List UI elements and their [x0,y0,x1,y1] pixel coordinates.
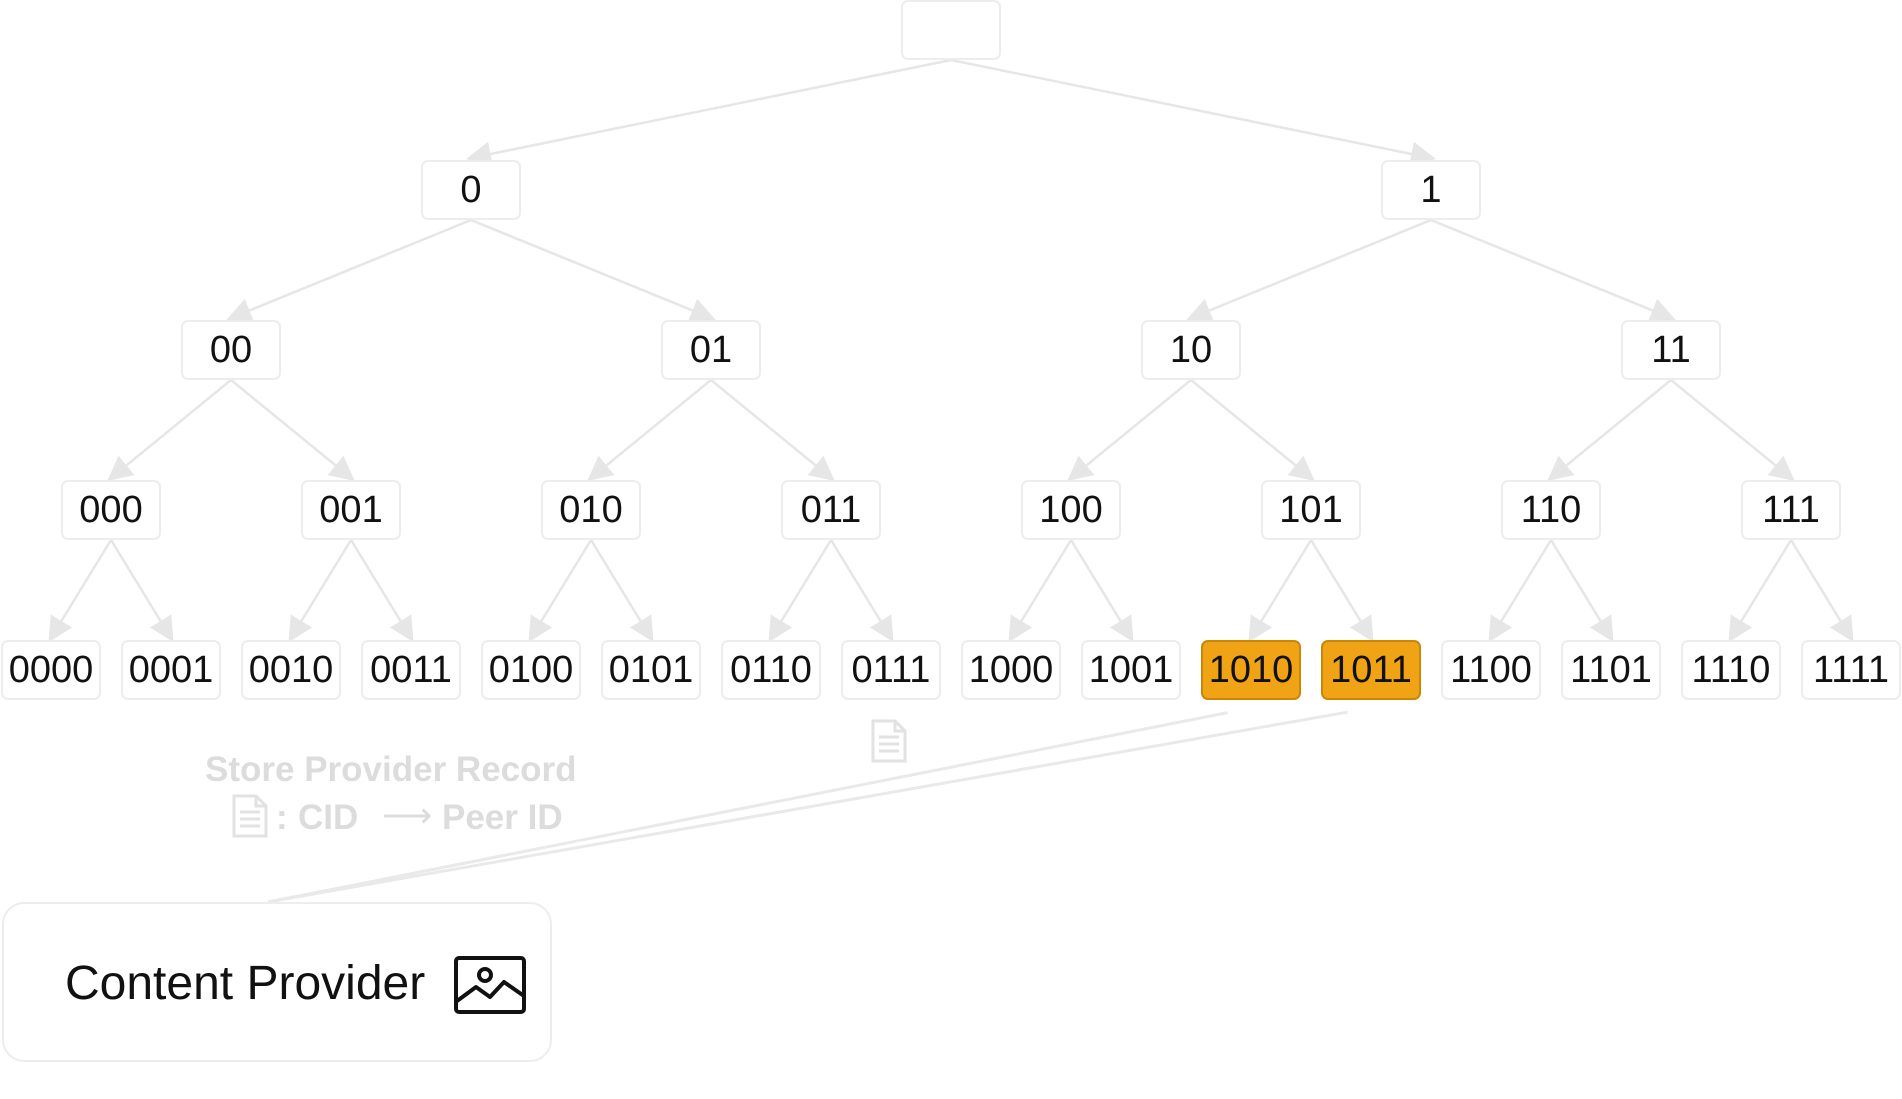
tree-edge [589,539,654,643]
tree-node-100: 100 [1021,480,1121,540]
tree-node-101: 101 [1261,480,1361,540]
tree-node-1000: 1000 [961,640,1061,700]
tree-edge [1549,539,1614,643]
tree-node-1101: 1101 [1561,640,1661,700]
tree-edge [349,539,414,643]
tree-edge [1728,539,1793,643]
tree-node-001: 001 [301,480,401,540]
caption-title: Store Provider Record [205,750,577,789]
tree-edge [226,218,472,323]
tree-edge [470,218,716,323]
tree-edge [1186,218,1432,323]
tree-edge [950,58,1436,167]
tree-edge [466,58,952,167]
tree-node-10: 10 [1141,320,1241,380]
tree-edge [1069,539,1134,643]
tree-edge [1190,379,1315,482]
tree-node-0110: 0110 [721,640,821,700]
tree-node-1111: 1111 [1801,640,1901,700]
tree-node-0010: 0010 [241,640,341,700]
tree-node-1110: 1110 [1681,640,1781,700]
tree-edge [1547,379,1672,482]
tree-edge [288,539,353,643]
tree-node-1001: 1001 [1081,640,1181,700]
tree-root-node [901,0,1001,60]
tree-edge [1248,539,1313,643]
tree-edge [109,539,174,643]
tree-edge [230,379,355,482]
content-provider-label: Content Provider [65,957,426,1010]
tree-node-11: 11 [1621,320,1721,380]
tree-node-0100: 0100 [481,640,581,700]
content-provider-card: Content Provider [2,902,552,1062]
tree-node-0111: 0111 [841,640,941,700]
tree-node-000: 000 [61,480,161,540]
tree-node-1010: 1010 [1201,640,1301,700]
provider-arrow [267,697,1377,904]
tree-node-00: 00 [181,320,281,380]
tree-node-1011: 1011 [1321,640,1421,700]
tree-node-0: 0 [421,160,521,220]
tree-node-1100: 1100 [1441,640,1541,700]
tree-edge [1430,218,1676,323]
document-icon [871,719,907,763]
tree-edge [528,539,593,643]
tree-edge [1488,539,1553,643]
caption-arrow: ⟶ [382,796,433,835]
tree-edge [1067,379,1192,482]
tree-edge [587,379,712,482]
tree-edge [48,539,113,643]
tree-node-010: 010 [541,480,641,540]
tree-node-0101: 0101 [601,640,701,700]
caption-peer-id: Peer ID [442,798,563,837]
tree-node-011: 011 [781,480,881,540]
tree-edge [768,539,833,643]
tree-node-111: 111 [1741,480,1841,540]
tree-node-01: 01 [661,320,761,380]
tree-edge [710,379,835,482]
caption-cid: CID [298,798,359,837]
tree-edge [1309,539,1374,643]
tree-node-0001: 0001 [121,640,221,700]
tree-edge [1670,379,1795,482]
tree-node-0000: 0000 [1,640,101,700]
tree-edge [107,379,232,482]
tree-node-0011: 0011 [361,640,461,700]
tree-edge [829,539,894,643]
provider-arrow [267,697,1257,904]
tree-edge [1008,539,1073,643]
tree-node-1: 1 [1381,160,1481,220]
document-icon [232,794,268,838]
caption-separator: : [276,798,288,837]
tree-node-110: 110 [1501,480,1601,540]
tree-edge [1789,539,1854,643]
image-icon [454,956,526,1014]
